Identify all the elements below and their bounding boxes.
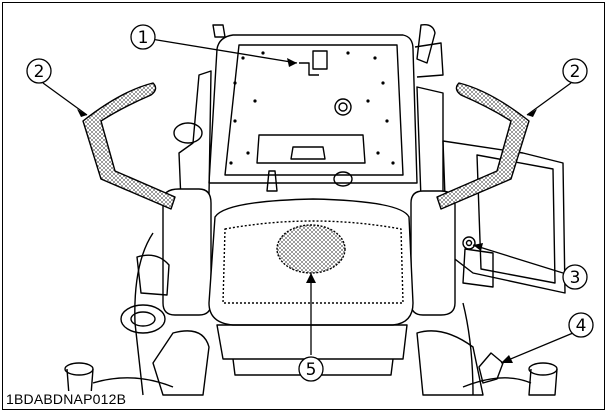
callout-2-left: 2 [26,58,52,84]
mower-seat-illustration: 1 2 2 3 4 5 [26,23,594,396]
diagram-frame: 1 2 2 3 4 5 1BDABDNAP012B [2,2,605,410]
right-knee-guard [416,330,484,396]
plate-knob [334,98,352,116]
leader-4 [500,332,574,364]
roll-bar-left [212,24,226,38]
leader-2-right [526,82,572,116]
svg-text:1: 1 [138,28,149,48]
center-bracket [256,134,366,164]
left-rear-wheel [173,122,203,144]
left-frame-rail [134,232,154,396]
latch-lever [299,62,319,76]
left-fender [178,70,212,202]
plate-inner-edge [224,44,404,176]
bottom-right-arm [462,377,532,388]
right-armrest [410,190,456,316]
bottom-left-arm [92,377,174,388]
plate-rivets [229,51,395,165]
left-knee-guard [152,330,210,396]
right-frame-rail [462,302,474,396]
svg-text:2: 2 [34,62,45,82]
left-motion-lever [82,82,176,210]
figure-id: 1BDABDNAP012B [6,391,130,407]
callout-5: 5 [298,356,324,382]
seat-back-plate [208,34,418,184]
right-motion-lever [436,82,530,210]
right-cap [333,171,353,187]
left-cup-holder [136,254,170,296]
roll-bar-right [416,23,436,64]
left-post [266,170,278,192]
leader-3 [472,244,564,274]
svg-text:3: 3 [570,268,581,288]
svg-text:2: 2 [570,62,581,82]
callout-4: 4 [568,312,594,338]
seat-switch-area [276,224,346,274]
leader-2-left [42,82,88,116]
seat-base [216,324,408,360]
left-fuel-cap [120,304,166,334]
right-bracket [414,42,444,78]
throttle-knob [462,236,476,250]
callout-1: 1 [130,24,156,50]
callout-3: 3 [562,264,588,290]
svg-text:4: 4 [576,316,587,336]
seat-stitch [222,220,404,304]
right-fender [416,86,444,204]
svg-text:5: 5 [306,360,317,380]
callout-2-right: 2 [562,58,588,84]
leader-1 [150,38,298,64]
latch-switch [312,50,328,70]
bottom-right-knob [528,362,558,396]
